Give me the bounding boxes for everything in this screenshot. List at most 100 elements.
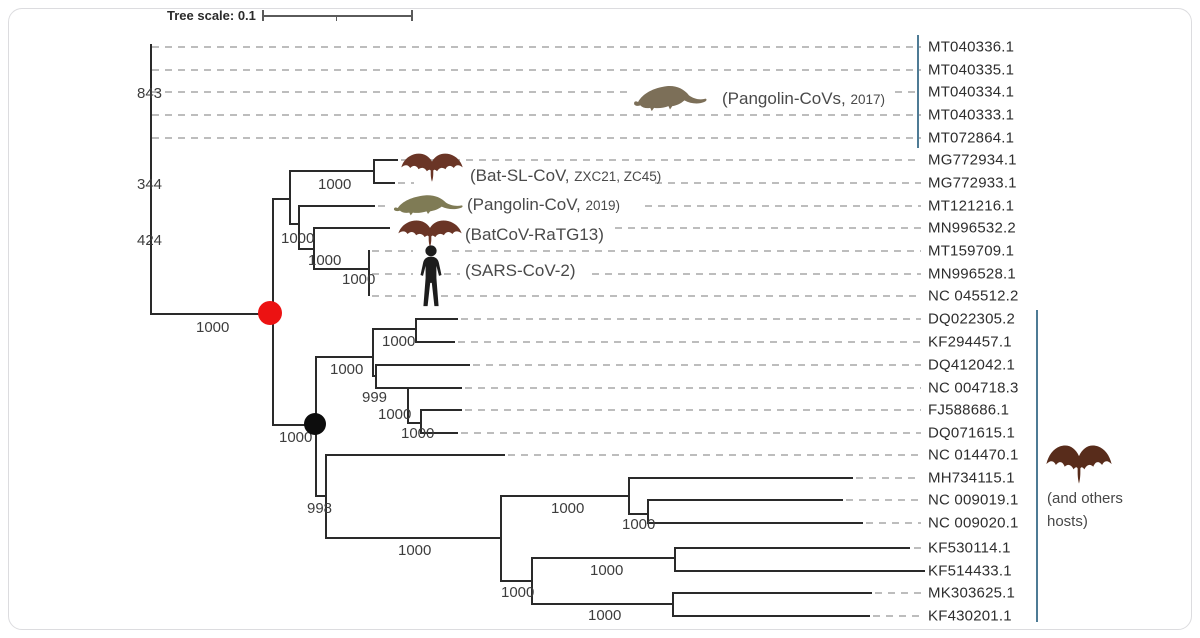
figure-border — [8, 8, 1192, 630]
human-icon — [418, 245, 444, 309]
leaf-label: MG772933.1 — [928, 174, 1017, 192]
leaf-dash-line — [846, 499, 921, 501]
leaf-label: MT040335.1 — [928, 61, 1015, 79]
branch-horizontal — [373, 159, 398, 161]
tree-scale-tick-mid — [336, 16, 337, 21]
host-annotation-label: (Pangolin-CoVs, 2017) — [722, 89, 885, 109]
branch-horizontal — [407, 422, 420, 424]
support-value: 1000 — [308, 252, 342, 269]
branch-horizontal — [375, 364, 470, 366]
branch-horizontal — [372, 328, 415, 330]
branch-horizontal — [415, 318, 458, 320]
branch-horizontal — [628, 477, 853, 479]
branch-vertical — [674, 547, 676, 570]
leaf-dash-line — [452, 250, 921, 252]
branch-horizontal — [289, 170, 373, 172]
leaf-dash-line — [856, 477, 921, 479]
leaf-label: MH734115.1 — [928, 469, 1015, 487]
leaf-label: MK303625.1 — [928, 584, 1016, 602]
leaf-label: NC 009019.1 — [928, 491, 1019, 509]
leaf-dash-line — [508, 454, 921, 456]
trunk-support-value: 843 — [137, 85, 163, 102]
leaf-dash-line — [152, 69, 921, 71]
branch-horizontal — [500, 580, 531, 582]
bat-icon — [1045, 442, 1113, 488]
host-annotation-label: (Pangolin-CoV, 2019) — [467, 195, 620, 215]
branch-horizontal — [672, 592, 872, 594]
leaf-dash-line — [441, 295, 921, 297]
host-annotation-segment: ZXC21, ZC45) — [574, 169, 662, 184]
branch-horizontal — [325, 454, 505, 456]
bat-icon — [397, 218, 463, 250]
clade-group-bar — [917, 35, 919, 148]
branch-vertical — [150, 44, 152, 314]
other-hosts-note-line2: hosts) — [1047, 513, 1088, 530]
tree-scale-bar — [263, 15, 412, 17]
host-annotation-label: (SARS-CoV-2) — [465, 261, 576, 281]
support-value: 1000 — [382, 333, 416, 350]
trunk-support-value: 424 — [137, 232, 163, 249]
branch-vertical — [325, 454, 327, 537]
branch-horizontal — [372, 375, 375, 377]
host-annotation-segment: 2017) — [850, 92, 886, 107]
leaf-dash-line — [152, 137, 921, 139]
leaf-label: KF514433.1 — [928, 562, 1012, 580]
leaf-dash-line — [473, 364, 921, 366]
branch-vertical — [368, 250, 370, 296]
leaf-label: MT040333.1 — [928, 106, 1015, 124]
branch-vertical — [375, 364, 377, 387]
support-value: 1000 — [318, 176, 352, 193]
branch-horizontal — [420, 409, 462, 411]
leaf-dash-line — [152, 91, 630, 93]
host-annotation-segment: 2019) — [585, 198, 620, 213]
branch-vertical — [647, 499, 649, 522]
bat-icon — [400, 151, 464, 185]
clade-group-bar — [1036, 310, 1038, 622]
support-value: 1000 — [281, 230, 315, 247]
tree-scale-label: Tree scale: 0.1 — [167, 8, 256, 23]
leaf-label: MT121216.1 — [928, 197, 1015, 215]
host-annotation-segment: (Pangolin-CoVs, — [722, 89, 851, 108]
branch-vertical — [373, 159, 375, 182]
branch-horizontal — [647, 522, 863, 524]
support-value: 1000 — [501, 584, 535, 601]
branch-vertical — [420, 409, 422, 432]
leaf-label: DQ071615.1 — [928, 424, 1016, 442]
support-value: 1000 — [590, 562, 624, 579]
support-value: 1000 — [398, 542, 432, 559]
pangolin-icon — [392, 192, 464, 216]
red-node-dot — [258, 301, 282, 325]
leaf-dash-line — [615, 227, 921, 229]
leaf-dash-line — [372, 250, 413, 252]
branch-horizontal — [531, 557, 674, 559]
other-hosts-note: (and others hosts) — [1047, 487, 1147, 533]
support-value: 1000 — [622, 516, 656, 533]
other-hosts-note-line1: (and others — [1047, 490, 1123, 507]
support-value: 1000 — [588, 607, 622, 624]
branch-horizontal — [272, 198, 289, 200]
host-annotation-segment: (SARS-CoV-2) — [465, 261, 576, 280]
branch-vertical — [500, 495, 502, 580]
branch-horizontal — [325, 537, 500, 539]
branch-vertical — [313, 227, 315, 268]
leaf-label: DQ412042.1 — [928, 356, 1016, 374]
leaf-label: KF530114.1 — [928, 539, 1011, 557]
branch-horizontal — [674, 547, 910, 549]
support-value: 1000 — [330, 361, 364, 378]
leaf-dash-line — [866, 522, 921, 524]
leaf-dash-line — [152, 114, 921, 116]
branch-horizontal — [628, 513, 647, 515]
branch-vertical — [289, 170, 291, 223]
leaf-label: MN996532.2 — [928, 219, 1016, 237]
branch-horizontal — [500, 495, 628, 497]
leaf-label: NC 004718.3 — [928, 379, 1019, 397]
branch-vertical — [628, 477, 630, 513]
leaf-label: KF430201.1 — [928, 607, 1012, 625]
leaf-dash-line — [401, 159, 921, 161]
leaf-dash-line — [645, 205, 921, 207]
leaf-dash-line — [592, 273, 921, 275]
support-value: 1000 — [551, 500, 585, 517]
host-annotation-segment: (Bat-SL-CoV, — [470, 166, 575, 185]
leaf-dash-line — [465, 387, 921, 389]
leaf-label: MT072864.1 — [928, 129, 1015, 147]
